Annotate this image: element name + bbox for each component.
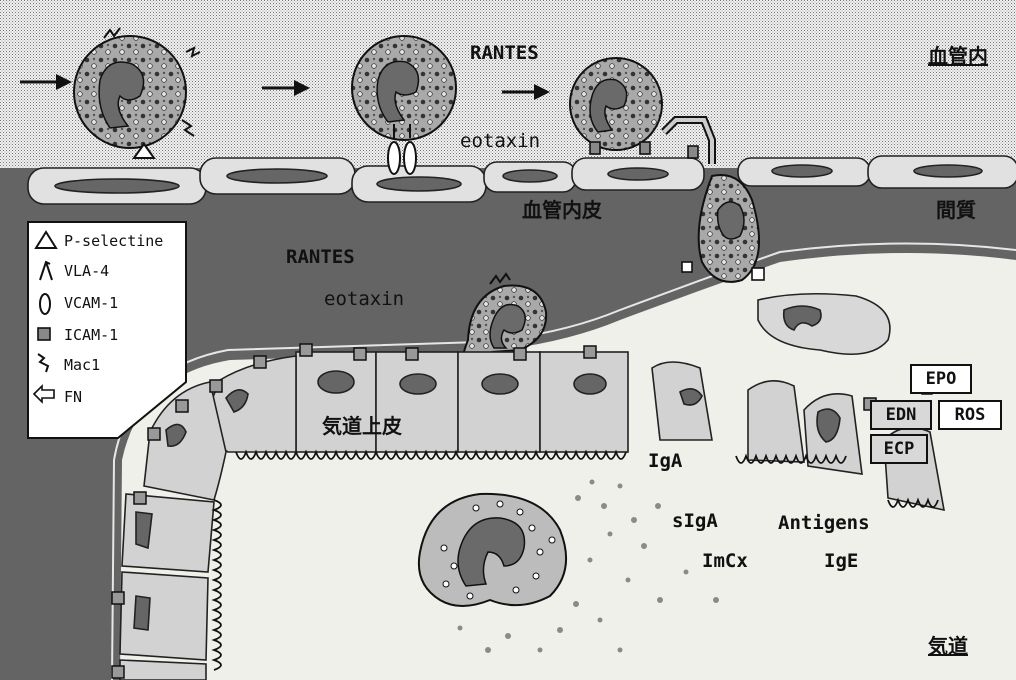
label-rantes-mid: RANTES xyxy=(286,246,355,268)
mediator-ros: ROS xyxy=(938,400,1002,430)
label-imcx: ImCx xyxy=(702,550,748,572)
oval-icon xyxy=(40,294,50,314)
mediator-epo: EPO xyxy=(910,364,972,394)
eosinophil-in-airway xyxy=(419,494,566,606)
label-rantes-top: RANTES xyxy=(470,42,539,64)
legend-label-fn: FN xyxy=(64,388,82,406)
label-eotaxin-top: eotaxin xyxy=(460,130,540,152)
label-vessel-lumen: 血管内 xyxy=(928,40,988,69)
legend-label-icam-1: ICAM-1 xyxy=(64,326,118,344)
label-siga: sIgA xyxy=(672,510,718,532)
label-iga: IgA xyxy=(648,450,682,472)
legend-label-mac1: Mac1 xyxy=(64,356,100,374)
label-airway-epithelium: 気道上皮 xyxy=(322,410,402,439)
label-eotaxin-mid: eotaxin xyxy=(324,288,404,310)
mediator-ecp: ECP xyxy=(870,434,928,464)
label-endothelium: 血管内皮 xyxy=(522,194,602,223)
square-icon xyxy=(38,328,50,340)
label-interstitium: 間質 xyxy=(936,194,976,223)
label-airway-lumen: 気道 xyxy=(928,630,968,659)
mediator-edn: EDN xyxy=(870,400,932,430)
legend-label-vla-4: VLA-4 xyxy=(64,262,109,280)
label-antigens: Antigens xyxy=(778,512,870,534)
label-ige: IgE xyxy=(824,550,858,572)
legend-label-vcam-1: VCAM-1 xyxy=(64,294,118,312)
legend-label-p-selectine: P-selectine xyxy=(64,232,163,250)
